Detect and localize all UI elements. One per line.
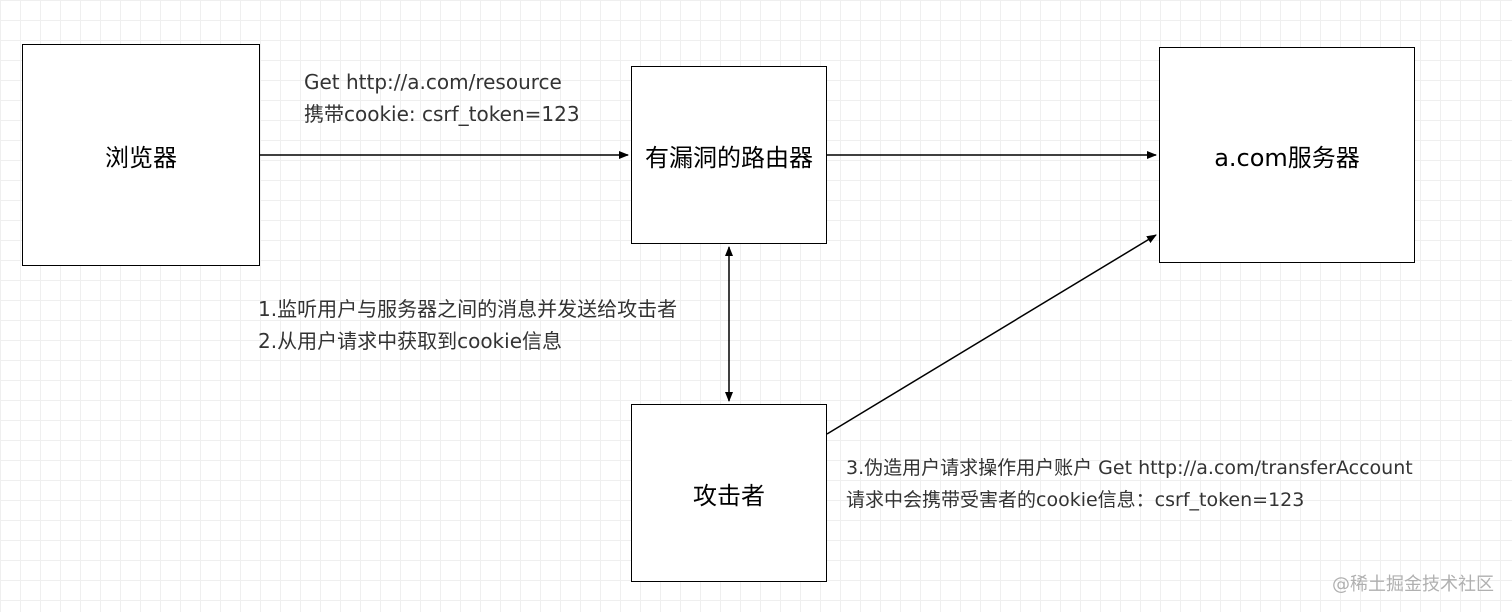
edge-label-browser-request-line2: 携带cookie: csrf_token=123 <box>304 102 580 126</box>
node-router-label: 有漏洞的路由器 <box>645 143 813 172</box>
node-browser: 浏览器 <box>22 44 260 266</box>
watermark: @稀土掘金技术社区 <box>1332 574 1494 595</box>
node-server-label: a.com服务器 <box>1214 143 1360 172</box>
edge-label-intercept-line2: 2.从用户请求中获取到cookie信息 <box>258 329 562 353</box>
node-vulnerable-router: 有漏洞的路由器 <box>631 66 827 244</box>
edge-label-intercept-line1: 1.监听用户与服务器之间的消息并发送给攻击者 <box>258 297 678 321</box>
edge-label-browser-request-line1: Get http://a.com/resource <box>304 70 562 94</box>
edge-label-forged-request: 3.伪造用户请求操作用户账户 Get http://a.com/transfer… <box>846 452 1413 516</box>
node-attacker: 攻击者 <box>631 404 827 582</box>
arrow-attacker-to-server <box>826 234 1157 435</box>
edge-label-forged-request-line1: 3.伪造用户请求操作用户账户 Get http://a.com/transfer… <box>846 457 1413 479</box>
node-server: a.com服务器 <box>1159 47 1415 263</box>
edge-label-intercept: 1.监听用户与服务器之间的消息并发送给攻击者 2.从用户请求中获取到cookie… <box>258 293 677 357</box>
node-attacker-label: 攻击者 <box>693 481 765 510</box>
edge-label-forged-request-line2: 请求中会携带受害者的cookie信息：csrf_token=123 <box>846 489 1305 511</box>
edge-label-browser-request: Get http://a.com/resource 携带cookie: csrf… <box>304 66 580 130</box>
node-browser-label: 浏览器 <box>105 143 177 172</box>
